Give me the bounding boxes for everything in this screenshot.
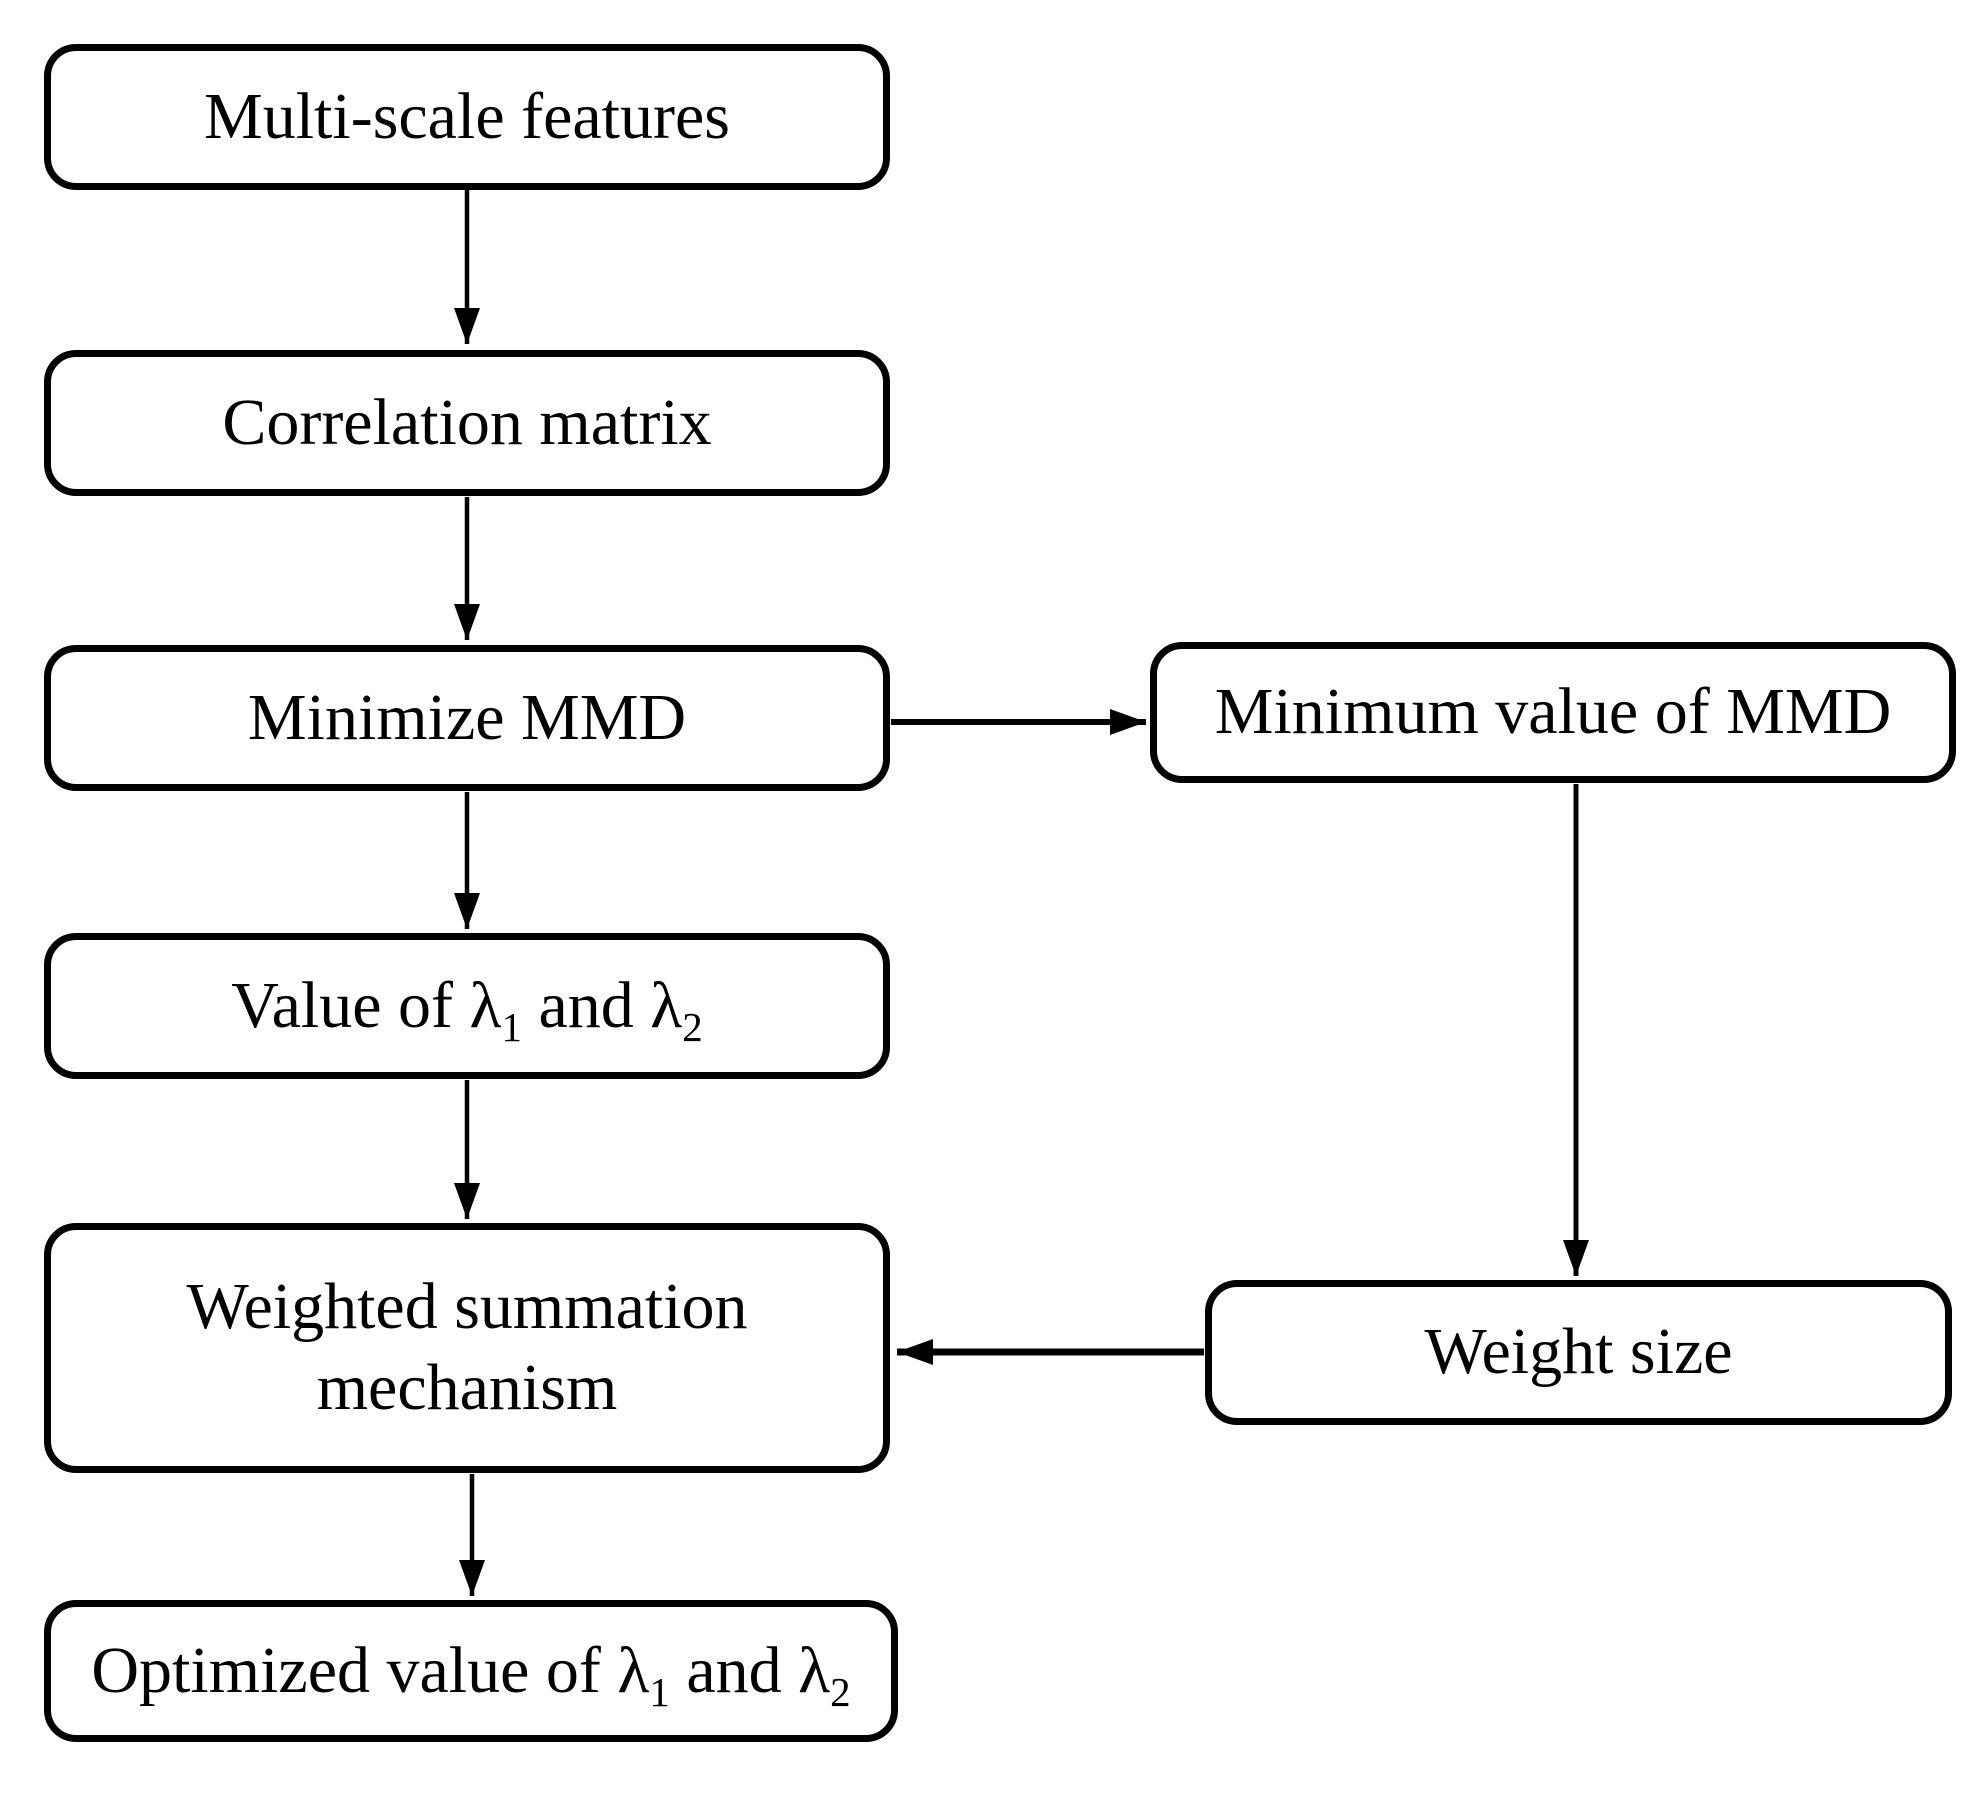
node-weighted-summation-mechanism: Weighted summation mechanism [44,1223,890,1473]
node-label: Minimum value of MMD [1214,675,1892,749]
lambda1-subscript: 1 [501,1004,522,1050]
node-label: Correlation matrix [222,385,712,459]
lambda1-subscript: 1 [649,1669,670,1715]
node-label: Weight size [1424,1315,1733,1389]
node-correlation-matrix: Correlation matrix [44,350,890,496]
node-value-of-lambda1-lambda2: Value of λ1 and λ2 [44,933,890,1079]
node-label: Weighted summation mechanism [186,1270,748,1424]
node-label: Multi-scale features [204,79,730,153]
node-minimum-value-of-mmd: Minimum value of MMD [1150,642,1956,783]
node-label: Minimize MMD [247,680,687,754]
lambda2-subscript: 2 [830,1669,851,1715]
node-label: Optimized value of λ1 and λ2 [91,1633,851,1715]
node-weight-size: Weight size [1205,1280,1952,1425]
node-optimized-value-of-lambda1-lambda2: Optimized value of λ1 and λ2 [44,1600,898,1742]
node-minimize-mmd: Minimize MMD [44,645,890,791]
node-label: Value of λ1 and λ2 [231,968,703,1050]
lambda2-subscript: 2 [682,1004,703,1050]
node-multi-scale-features: Multi-scale features [44,44,890,190]
